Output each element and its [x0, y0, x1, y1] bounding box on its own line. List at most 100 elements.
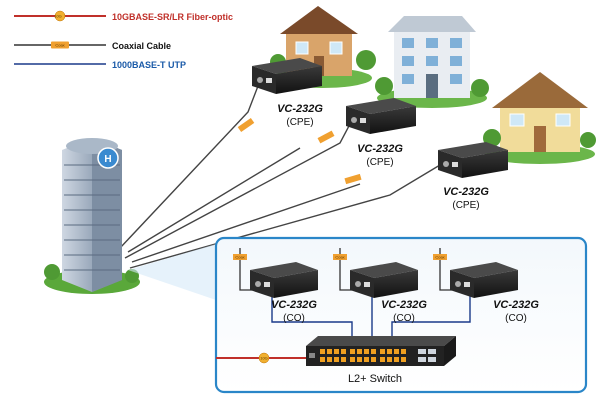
co-coax-stub-3	[439, 248, 452, 291]
legend-fiber-label: 10GBASE-SR/LR Fiber-optic	[112, 12, 233, 22]
legend-utp: 1000BASE-T UTP	[14, 60, 186, 70]
co-1-rj45-port	[264, 282, 270, 287]
co-coax-stub-2	[339, 248, 352, 291]
coax-line-cpe-1	[119, 85, 259, 249]
co-1-coax-port	[255, 281, 261, 287]
co-coax-tag-1-text: Coax	[235, 255, 244, 260]
cpe-2-side	[370, 106, 416, 134]
cpe-3-coax-port	[443, 161, 449, 167]
co-coax-tag-3-text: Coax	[435, 255, 444, 260]
co-coax-tag-1	[233, 254, 247, 260]
cpe-1-model: VC-232G	[277, 103, 323, 115]
co-1-top	[250, 262, 318, 278]
switch-front	[306, 346, 444, 366]
co-3-rj45-port	[464, 282, 470, 287]
co-1-front	[250, 270, 274, 298]
cpe-2-model: VC-232G	[357, 143, 403, 155]
switch-label: L2+ Switch	[348, 373, 402, 385]
coax-tag-icon	[51, 41, 69, 49]
co-coax-tag-2	[333, 254, 347, 260]
co-2-coax-port	[355, 281, 361, 287]
tower-building: H	[44, 138, 140, 294]
coax-line-aux-1	[127, 147, 301, 253]
switch-console-port	[309, 353, 315, 358]
co-2-top	[350, 262, 418, 278]
co-3-model: VC-232G	[493, 299, 539, 311]
co-device-3: VC-232G (CO)	[450, 262, 539, 324]
house-1-roof	[280, 6, 358, 34]
co-2-model: VC-232G	[381, 299, 427, 311]
fiber-tag-text: 10G	[54, 14, 62, 19]
co-coax-tags: Coax Coax Coax	[233, 254, 447, 260]
switch-side	[444, 336, 456, 366]
co-3-role: (CO)	[505, 313, 527, 324]
cpe-1-top	[252, 58, 322, 74]
coax-tag-2	[317, 130, 335, 144]
co-device-1: VC-232G (CO)	[250, 262, 318, 324]
cpe-1-side	[276, 66, 322, 94]
fiber-tag-icon	[54, 10, 66, 22]
co-coax-tag-2-text: Coax	[335, 255, 344, 260]
cpe-2-front	[346, 106, 370, 134]
coax-tag-text: Coax	[55, 43, 64, 48]
co-coax-stub-1	[239, 248, 252, 291]
cpe-1-rj45-port	[266, 78, 272, 83]
coax-tags-trunk	[237, 117, 362, 185]
house-3-window-2	[555, 113, 571, 127]
cpe-2-role: (CPE)	[366, 157, 393, 168]
house-2-tree	[375, 77, 393, 95]
house-1-window-1	[295, 41, 309, 55]
co-3-side	[474, 270, 518, 298]
cpe-3-front	[438, 150, 462, 178]
cpe-3-model: VC-232G	[443, 186, 489, 198]
coax-tag-1	[237, 117, 255, 133]
coax-line-cpe-2	[124, 123, 351, 259]
house-3-tree	[483, 129, 501, 147]
legend: 10G 10GBASE-SR/LR Fiber-optic Coax Coaxi…	[14, 10, 233, 70]
l2-switch: L2+ Switch	[306, 336, 456, 385]
co-2-role: (CO)	[393, 313, 415, 324]
house-3-roof	[492, 72, 588, 108]
co-coax-stubs	[239, 248, 452, 291]
co-3-top	[450, 262, 518, 278]
co-1-role: (CO)	[283, 313, 305, 324]
cpe-2-rj45-port	[360, 118, 366, 123]
co-2-side	[374, 270, 418, 298]
cpe-3-top	[438, 142, 508, 158]
utp-line-co-3	[391, 296, 471, 346]
utp-line-co-1	[271, 296, 353, 346]
cpe-1-front	[252, 66, 276, 94]
co-3-front	[450, 270, 474, 298]
co-2-front	[350, 270, 374, 298]
switch-ports	[320, 349, 406, 362]
cpe-2-top	[346, 98, 416, 114]
house-3	[483, 72, 596, 164]
house-2-bush	[471, 79, 489, 97]
co-1-side	[274, 270, 318, 298]
co-panel: 10G Coax Coax Coax VC-232	[214, 236, 588, 394]
co-1-model: VC-232G	[271, 299, 317, 311]
co-3-coax-port	[455, 281, 461, 287]
legend-coax-label: Coaxial Cable	[112, 41, 171, 51]
house-2-door	[426, 74, 438, 98]
co-device-2: VC-232G (CO)	[350, 262, 427, 324]
house-3-door	[534, 126, 546, 152]
cpe-device-1: VC-232G (CPE)	[252, 58, 323, 128]
cpe-device-2: VC-232G (CPE)	[346, 98, 416, 168]
house-2	[375, 16, 489, 108]
switch-sfp-ports	[418, 349, 436, 362]
tower-bush-1	[44, 264, 60, 280]
cpe-3-side	[462, 150, 508, 178]
co-coax-tag-3	[433, 254, 447, 260]
cpe-device-3: VC-232G (CPE)	[438, 142, 508, 211]
house-3-bush	[580, 132, 596, 148]
coax-tag-3	[344, 173, 362, 185]
cpe-3-rj45-port	[452, 162, 458, 167]
legend-fiber: 10G 10GBASE-SR/LR Fiber-optic	[14, 10, 233, 22]
tower-shaded-side	[92, 138, 122, 292]
cpe-1-coax-port	[257, 77, 263, 83]
house-1-window-2	[329, 41, 343, 55]
legend-utp-label: 1000BASE-T UTP	[112, 60, 186, 70]
callout-wedge	[128, 244, 216, 300]
